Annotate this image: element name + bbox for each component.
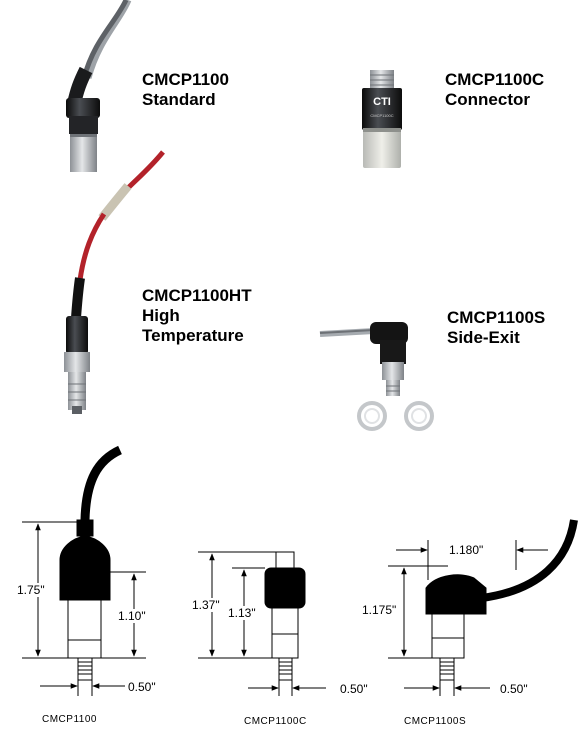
- label-cmcp1100ht: CMCP1100HT High Temperature: [142, 286, 252, 346]
- label-cmcp1100: CMCP1100 Standard: [142, 70, 229, 110]
- caption-cmcp1100c: CMCP1100C: [244, 716, 307, 727]
- dim-body-cmcp1100: 1.10": [118, 609, 146, 623]
- dim-overall-cmcp1100c: 1.37": [192, 598, 220, 612]
- model-name: CMCP1100: [142, 70, 229, 89]
- model-desc-line1: High: [142, 306, 180, 325]
- dim-thread-cmcp1100c: 0.50": [340, 682, 368, 696]
- drawing-cmcp1100s: [388, 519, 578, 696]
- model-name: CMCP1100HT: [142, 286, 252, 305]
- label-cmcp1100c: CMCP1100C Connector: [445, 70, 544, 110]
- dim-thread-cmcp1100: 0.50": [128, 680, 156, 694]
- dim-body-cmcp1100s: 1.175": [362, 603, 397, 617]
- dim-overall-cmcp1100: 1.75": [17, 583, 45, 597]
- drawing-cmcp1100: [22, 445, 146, 696]
- caption-cmcp1100s: CMCP1100S: [404, 716, 467, 727]
- photo-cmcp1100s-side-exit: [319, 322, 434, 431]
- caption-cmcp1100: CMCP1100: [42, 714, 97, 725]
- cti-logo-text: CTI: [373, 96, 391, 108]
- photo-cmcp1100-standard: [66, 0, 132, 172]
- model-name: CMCP1100C: [445, 70, 545, 89]
- model-name: CMCP1100S: [447, 308, 546, 327]
- model-desc-line2: Temperature: [142, 326, 244, 345]
- drawing-cmcp1100c: [198, 551, 326, 696]
- dim-thread-cmcp1100s: 0.50": [500, 682, 528, 696]
- model-desc: Side-Exit: [447, 328, 520, 347]
- model-desc: Connector: [445, 90, 530, 109]
- photo-cmcp1100c-connector: [362, 70, 402, 168]
- dim-body-cmcp1100c: 1.13": [228, 606, 256, 620]
- model-desc: Standard: [142, 90, 216, 109]
- dim-width-cmcp1100s: 1.180": [449, 543, 484, 557]
- connector-body-text: CMCP1100C: [370, 113, 394, 118]
- photo-cmcp1100ht-high-temp: [64, 150, 165, 414]
- label-cmcp1100s: CMCP1100S Side-Exit: [447, 308, 545, 348]
